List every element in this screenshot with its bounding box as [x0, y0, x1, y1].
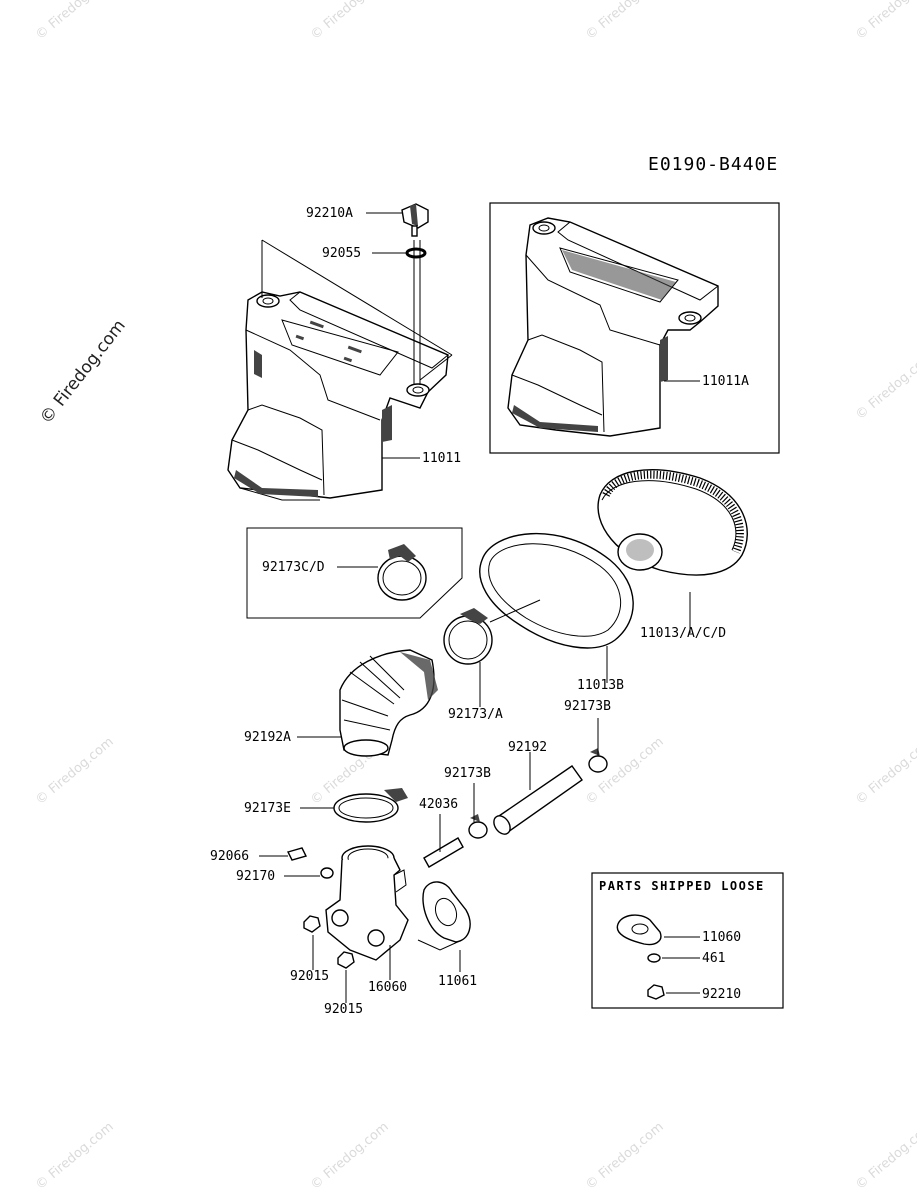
breather-tube: [423, 837, 464, 868]
watermark: © Firedog.com: [853, 349, 917, 423]
label-92192A: 92192A: [244, 730, 291, 745]
label-11011: 11011: [422, 451, 461, 466]
label-11061: 11061: [438, 974, 477, 989]
side-watermark: © Firedog.com: [36, 316, 130, 428]
label-461: 461: [702, 951, 725, 966]
small-clamp-upper: [588, 748, 608, 773]
leader-lines: [259, 212, 700, 1003]
label-92192: 92192: [508, 740, 547, 755]
air-cleaner-cover-variant: [507, 217, 719, 437]
loose-gasket: [616, 914, 662, 946]
label-92066: 92066: [210, 849, 249, 864]
watermark: © Firedog.com: [853, 0, 917, 43]
parts-shipped-loose-box: [591, 872, 784, 1009]
label-11013B: 11013B: [577, 678, 624, 693]
label-92170: 92170: [236, 869, 275, 884]
rubber-washer: [405, 247, 427, 259]
hose-clamp-a: [443, 608, 493, 665]
nut-small: [320, 867, 334, 879]
label-92173B-lower: 92173B: [444, 766, 491, 781]
air-filter-element: [597, 469, 748, 576]
loose-nut: [647, 984, 665, 1000]
label-92173B-upper: 92173B: [564, 699, 611, 714]
diagram-code: E0190-B440E: [648, 154, 778, 175]
air-cleaner-cover: [227, 239, 453, 501]
watermark: © Firedog.com: [853, 734, 917, 808]
watermark: © Firedog.com: [33, 734, 117, 808]
inset-variant-box: [489, 202, 780, 454]
hose-clamp-variant: [377, 544, 427, 601]
watermark: © Firedog.com: [308, 1119, 392, 1193]
label-92015-upper: 92015: [290, 969, 329, 984]
stud: [286, 847, 308, 861]
watermark: © Firedog.com: [583, 1119, 667, 1193]
label-42036: 42036: [419, 797, 458, 812]
label-92173CD: 92173C/D: [262, 560, 325, 575]
watermark: © Firedog.com: [33, 1119, 117, 1193]
clamp-variant-box: [246, 527, 463, 619]
label-11011A: 11011A: [702, 374, 749, 389]
watermark: © Firedog.com: [308, 0, 392, 43]
label-92173E: 92173E: [244, 801, 291, 816]
parts-shipped-loose-title: PARTS SHIPPED LOOSE: [599, 879, 765, 893]
label-92055: 92055: [322, 246, 361, 261]
part-labels: 92210A 92055 11011 11011A 92173C/D 11013…: [210, 206, 749, 1017]
nut-upper: [303, 915, 321, 933]
label-92210: 92210: [702, 987, 741, 1002]
breather-hose: [493, 765, 583, 835]
label-92173A: 92173/A: [448, 707, 503, 722]
label-16060: 16060: [368, 980, 407, 995]
label-92210A: 92210A: [306, 206, 353, 221]
wing-knob: [401, 203, 429, 237]
loose-washer: [647, 953, 661, 963]
watermark: © Firedog.com: [853, 1119, 917, 1193]
intake-pipe: [325, 845, 409, 961]
gasket: [422, 881, 471, 943]
label-11060: 11060: [702, 930, 741, 945]
watermark-grid: © Firedog.com © Firedog.com © Firedog.co…: [33, 0, 917, 1193]
pre-cleaner: [479, 532, 634, 649]
label-92015-lower: 92015: [324, 1002, 363, 1017]
nut-lower: [337, 951, 355, 969]
label-11013: 11013/A/C/D: [640, 626, 726, 641]
watermark: © Firedog.com: [33, 0, 117, 43]
watermark: © Firedog.com: [583, 0, 667, 43]
intake-elbow-hose: [339, 649, 438, 757]
small-clamp-lower: [468, 814, 488, 839]
hose-clamp-e: [333, 788, 408, 823]
